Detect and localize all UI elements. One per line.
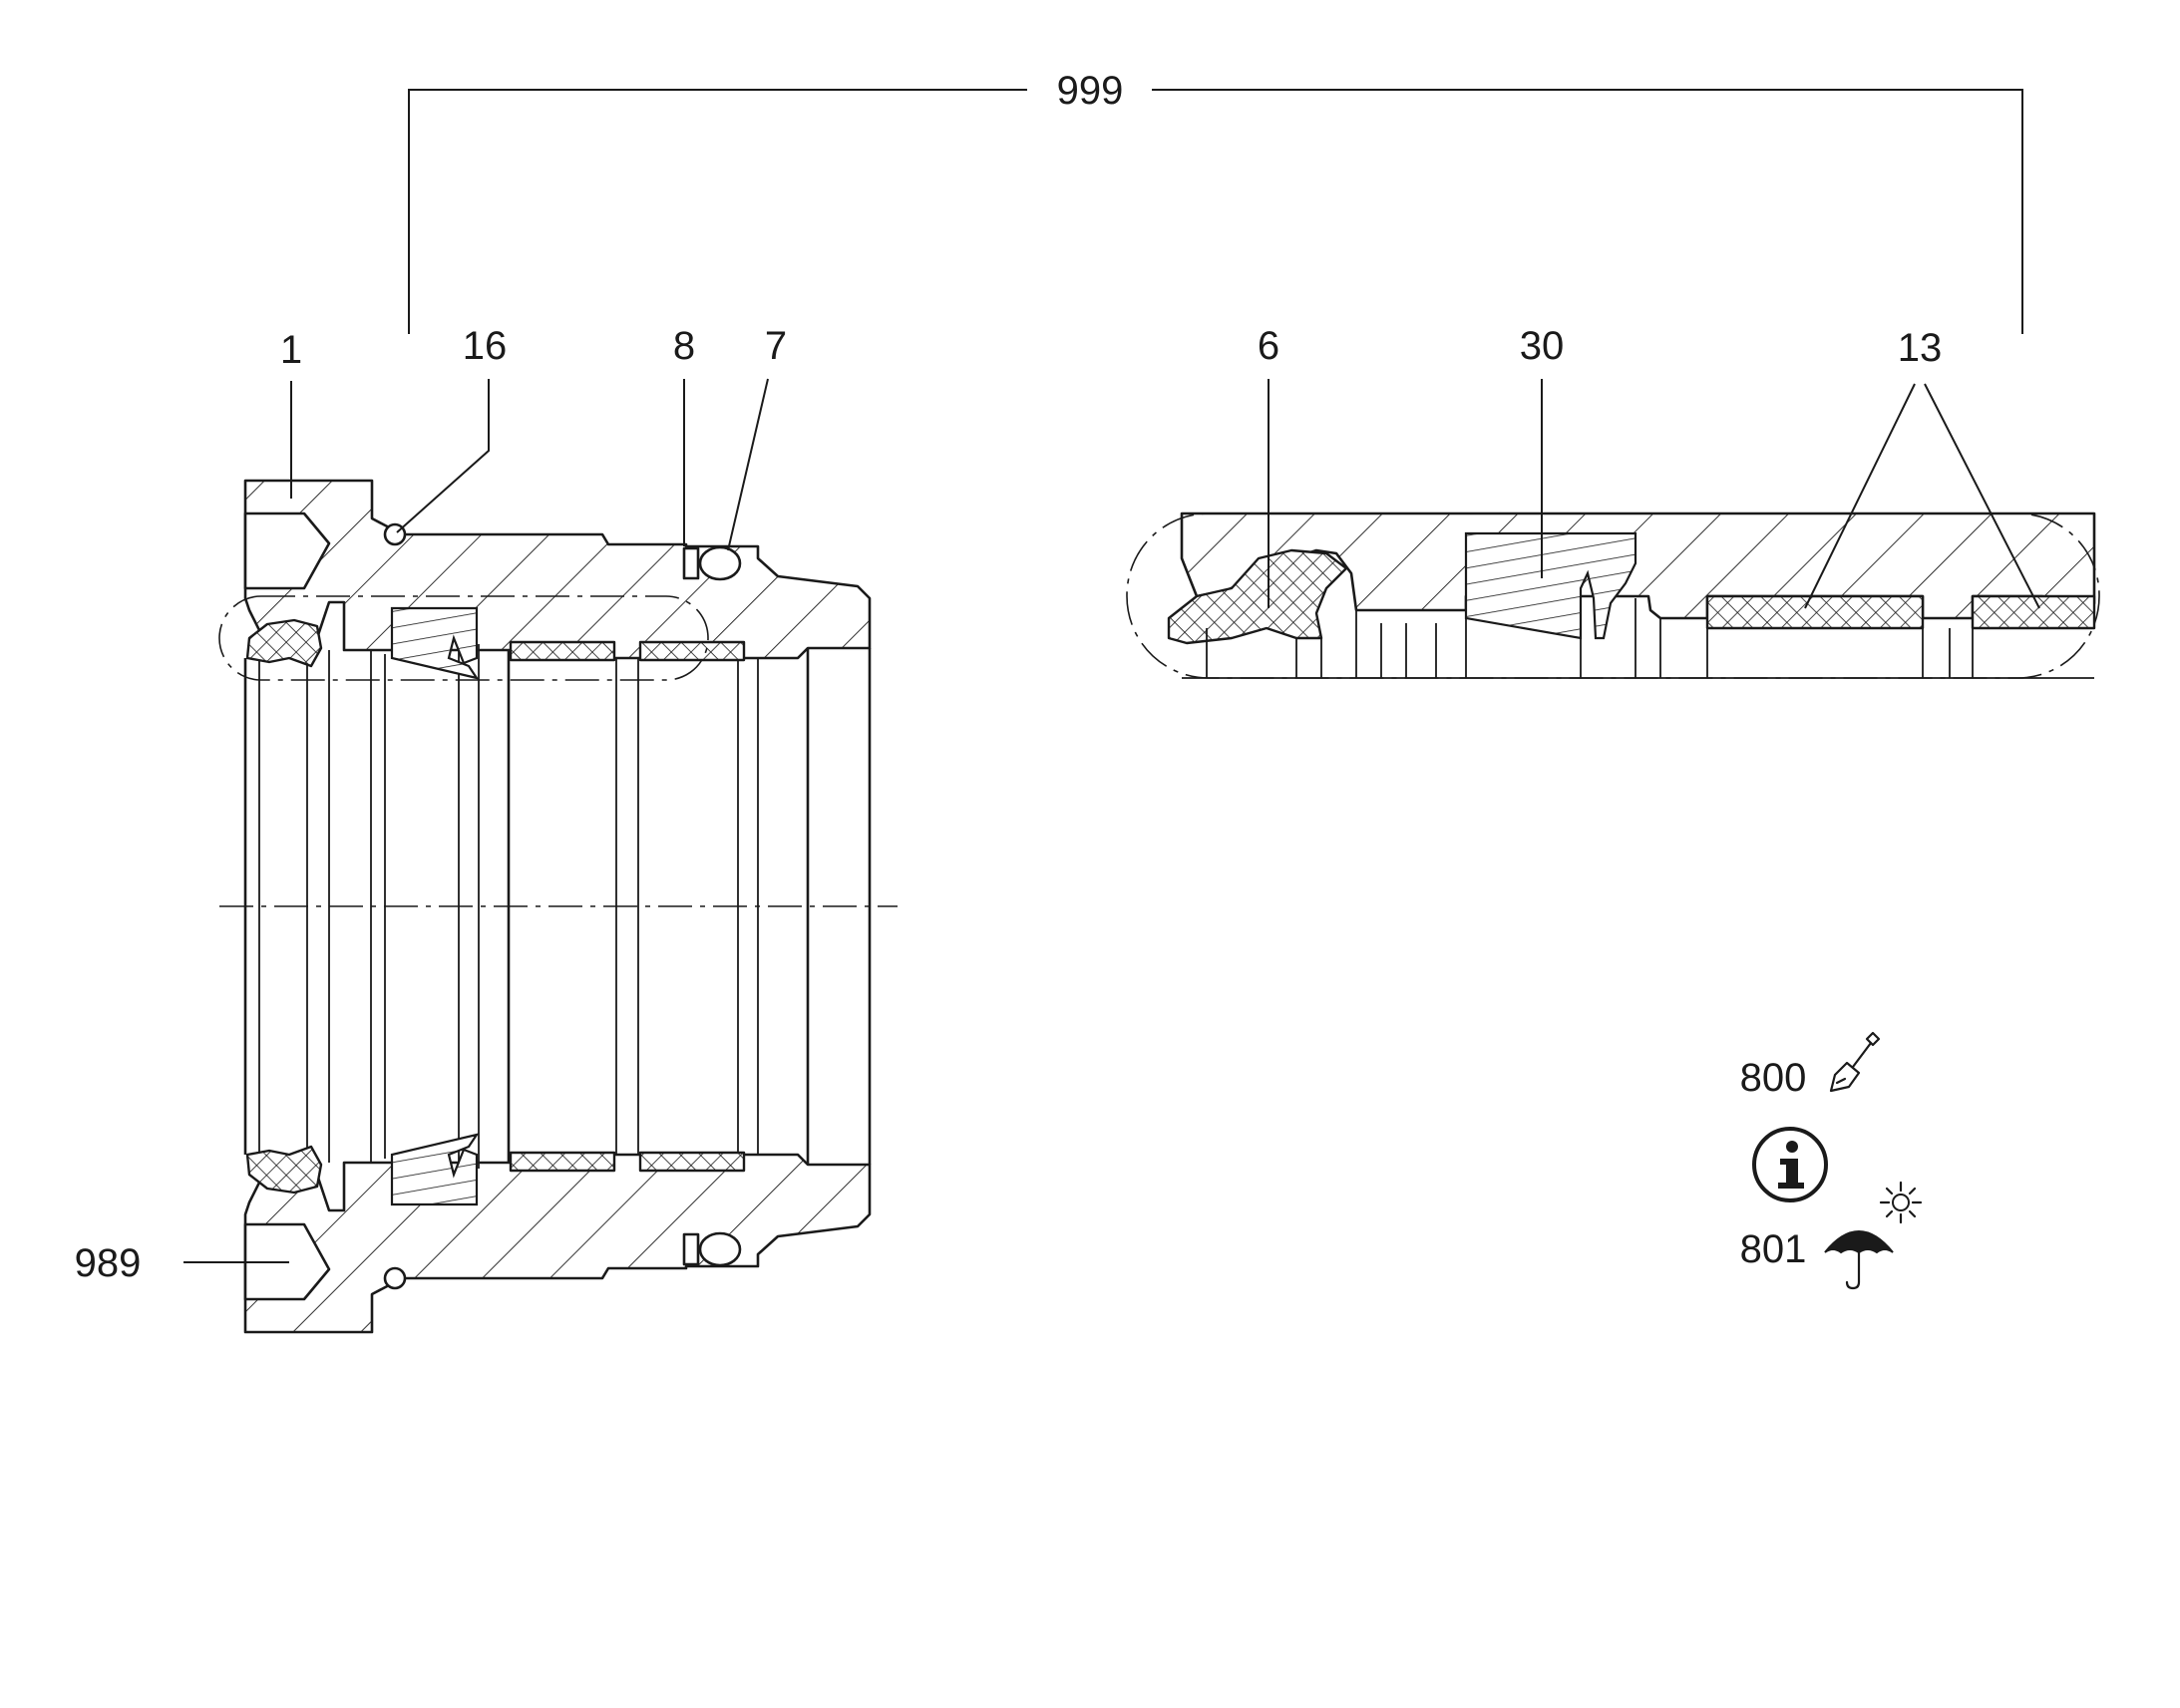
callout-1: 1 (280, 328, 302, 372)
information-icon (1752, 1127, 1828, 1202)
umbrella-sun-icon (1824, 1181, 1923, 1290)
seal-top (245, 618, 323, 668)
detail-view (1126, 512, 2100, 679)
o-ring-bottom (698, 1231, 742, 1267)
detail-guide-band-1 (1705, 594, 1925, 630)
callout-989: 989 (75, 1241, 142, 1285)
detail-outline (1126, 512, 2100, 679)
callout-999: 999 (1057, 69, 1124, 113)
callout-801: 801 (1740, 1227, 1807, 1271)
o-ring-top (698, 545, 742, 581)
callout-800: 800 (1740, 1056, 1807, 1100)
callout-30: 30 (1520, 324, 1565, 368)
detail-seal (1167, 548, 1348, 645)
callout-6: 6 (1258, 324, 1279, 368)
guide-band-bottom-1 (509, 1151, 616, 1173)
callout-16: 16 (463, 324, 508, 368)
detail-rod-seal (1464, 531, 1637, 640)
guide-band-bottom-2 (638, 1151, 746, 1173)
flange-notch-top (243, 512, 331, 590)
wiper-top (390, 606, 480, 680)
section-view (218, 479, 898, 1334)
detail-guide-band-2 (1971, 594, 2096, 630)
housing-top-section (243, 479, 872, 660)
callout-13: 13 (1898, 326, 1943, 370)
backup-ring-bottom (682, 1232, 700, 1266)
backup-ring-top (682, 546, 700, 580)
wiper-bottom (390, 1133, 480, 1206)
assembly-bracket (408, 89, 2023, 334)
guide-band-top-2 (638, 640, 746, 662)
callout-7: 7 (765, 324, 787, 368)
callout-8: 8 (673, 324, 695, 368)
guide-band-top-1 (509, 640, 616, 662)
detail-marker (218, 595, 709, 681)
seal-bottom (245, 1145, 323, 1195)
paint-brush-icon (1829, 1031, 1881, 1093)
housing-bottom-section (243, 1153, 872, 1334)
